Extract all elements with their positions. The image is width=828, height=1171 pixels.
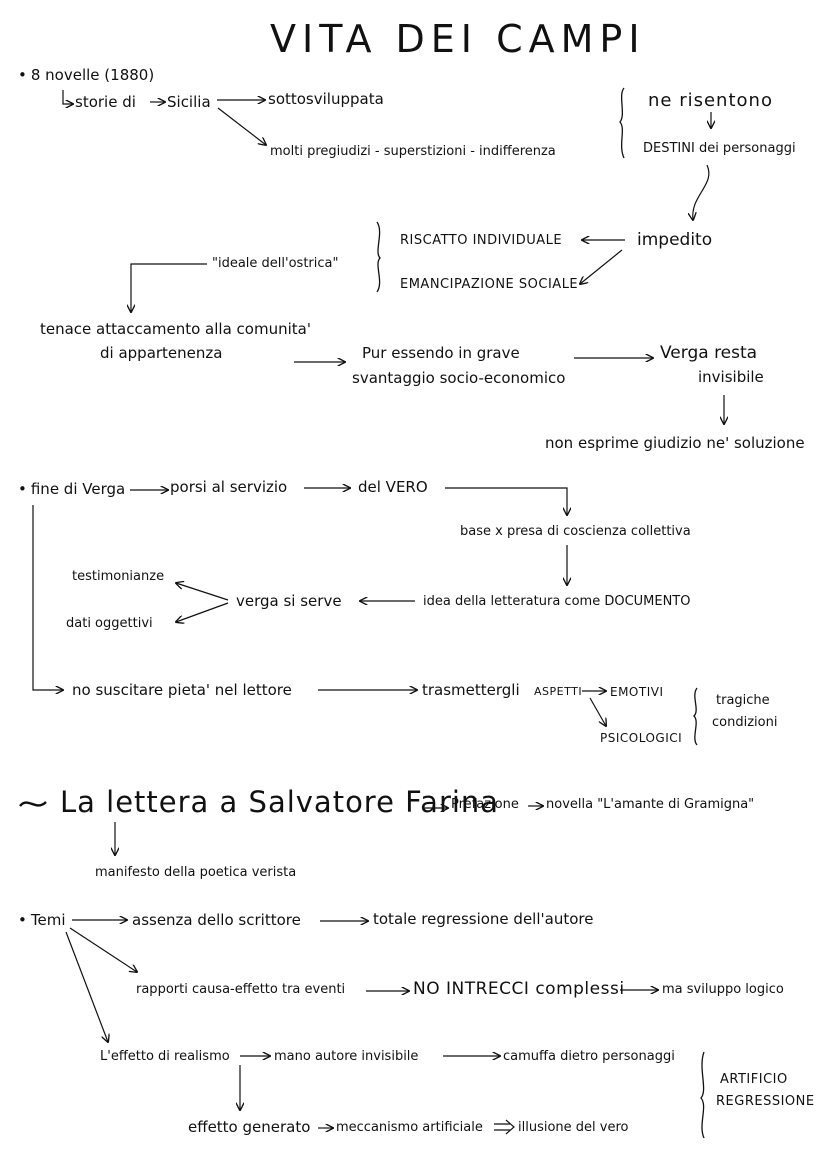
node-mano-autore: mano autore invisibile bbox=[274, 1049, 419, 1064]
brace-artificio bbox=[700, 1051, 705, 1139]
node-testimonianze: testimonianze bbox=[72, 569, 165, 584]
arrow-serve-dati bbox=[176, 602, 229, 622]
node-fine-verga: fine di Verga bbox=[18, 482, 125, 497]
node-sicilia: Sicilia bbox=[167, 93, 211, 111]
node-manifesto: manifesto della poetica verista bbox=[95, 865, 297, 880]
node-effetto-realismo: L'effetto di realismo bbox=[100, 1049, 230, 1064]
node-destini: DESTINI dei personaggi bbox=[643, 141, 796, 156]
node-non-esprime: non esprime giudizio ne' soluzione bbox=[545, 434, 805, 452]
arrow-temi-rapporti bbox=[69, 927, 137, 972]
node-pregiudizi: molti pregiudizi - superstizioni - indif… bbox=[270, 144, 556, 159]
section-heading-lettera: La lettera a Salvatore Farina bbox=[60, 785, 500, 819]
node-emotivi: EMOTIVI bbox=[610, 685, 664, 699]
node-verga-serve: verga si serve bbox=[236, 592, 342, 610]
node-tragiche-1: tragiche bbox=[716, 693, 770, 708]
node-camuffa: camuffa dietro personaggi bbox=[503, 1049, 675, 1064]
node-sottosviluppata: sottosviluppata bbox=[268, 90, 384, 108]
node-del-vero: del VERO bbox=[358, 478, 428, 496]
node-porsi: porsi al servizio bbox=[170, 478, 288, 496]
node-meccanismo: meccanismo artificiale bbox=[336, 1120, 483, 1135]
arrow-temi-realismo bbox=[65, 931, 108, 1042]
node-base: base x presa di coscienza collettiva bbox=[460, 524, 691, 539]
node-novella: novella "L'amante di Gramigna" bbox=[546, 797, 755, 812]
node-idea-letteratura: idea della letteratura come DOCUMENTO bbox=[423, 594, 691, 609]
page-title: VITA DEI CAMPI bbox=[270, 17, 646, 61]
node-ne-risentono: ne risentono bbox=[648, 90, 773, 111]
node-aspetti: ASPETTI bbox=[534, 685, 583, 698]
brace-risentono bbox=[619, 87, 625, 159]
brace-tragiche bbox=[693, 687, 698, 746]
node-tragiche-2: condizioni bbox=[712, 715, 778, 730]
node-artificio: ARTIFICIO bbox=[720, 1072, 788, 1087]
node-psicologici: PSICOLOGICI bbox=[600, 731, 683, 745]
node-storie-di: storie di bbox=[75, 93, 136, 111]
arrow-sicilia-pregiudizi bbox=[217, 107, 266, 145]
arrow-fine-nosuscitare bbox=[32, 505, 63, 690]
arrow-ideale-attaccamento bbox=[131, 263, 207, 312]
node-verga-resta-1: Verga resta bbox=[660, 343, 758, 363]
node-impedito: impedito bbox=[637, 230, 713, 250]
arrow-destini-impedito bbox=[693, 164, 710, 220]
node-pur-essendo-1: Pur essendo in grave bbox=[362, 344, 520, 362]
brace-riscatto bbox=[376, 221, 381, 293]
node-rapporti: rapporti causa-effetto tra eventi bbox=[136, 982, 346, 997]
node-no-suscitare: no suscitare pieta' nel lettore bbox=[72, 681, 292, 699]
node-attaccamento-2: di appartenenza bbox=[100, 344, 223, 362]
arrow-aspetti-psicologici bbox=[589, 697, 606, 726]
node-illusione: illusione del vero bbox=[518, 1120, 629, 1135]
node-trasmettergli: trasmettergli bbox=[422, 681, 520, 699]
arrow-impedito-emancipazione bbox=[580, 249, 623, 284]
node-verga-resta-2: invisibile bbox=[698, 368, 764, 386]
arrow-serve-testimonianze bbox=[176, 583, 229, 601]
node-no-intrecci: NO INTRECCI complessi bbox=[413, 979, 625, 999]
node-novelle: 8 novelle (1880) bbox=[18, 68, 154, 83]
node-riscatto: RISCATTO INDIVIDUALE bbox=[400, 233, 563, 248]
node-ma-sviluppo: ma sviluppo logico bbox=[662, 982, 784, 997]
node-ideale: "ideale dell'ostrica" bbox=[212, 256, 339, 271]
node-effetto-generato: effetto generato bbox=[188, 1118, 311, 1136]
hook-novelle bbox=[62, 90, 73, 104]
node-assenza: assenza dello scrittore bbox=[132, 911, 301, 929]
node-prefazione: Prefazione bbox=[451, 797, 519, 812]
double-arrow-illusione bbox=[494, 1119, 515, 1135]
node-attaccamento-1: tenace attaccamento alla comunita' bbox=[40, 320, 311, 338]
node-regressione: REGRESSIONE bbox=[716, 1094, 815, 1109]
node-dati: dati oggettivi bbox=[66, 616, 153, 631]
node-emancipazione: EMANCIPAZIONE SOCIALE bbox=[400, 277, 579, 292]
node-totale: totale regressione dell'autore bbox=[373, 910, 594, 928]
arrow-vero-base bbox=[445, 487, 567, 515]
node-temi: Temi bbox=[18, 913, 66, 928]
node-pur-essendo-2: svantaggio socio-economico bbox=[352, 369, 566, 387]
tilde-mark bbox=[19, 801, 47, 807]
